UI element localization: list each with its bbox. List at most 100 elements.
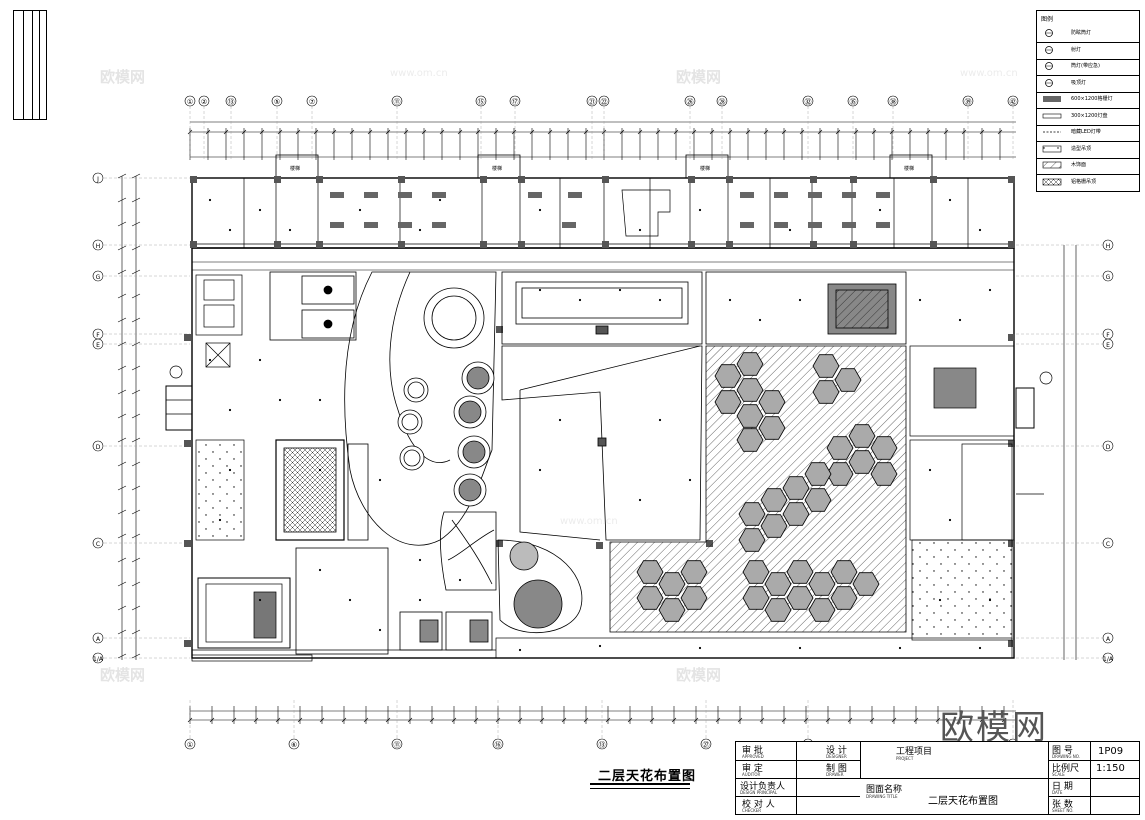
axis-label: ㊴ (965, 98, 972, 106)
axis-bubble-bottom: ⑥ (288, 738, 300, 750)
axis-label: G (96, 274, 101, 281)
axis-label: ㊷ (1010, 98, 1017, 106)
legend-item: 铝格栅吊顶 (1037, 174, 1139, 192)
axis-label: ⑪ (394, 741, 401, 749)
tb-drawing-name-label: 图面名称 (866, 785, 903, 795)
axis-bubble-side: 1/A (92, 652, 104, 664)
axis-bubble-top: ㉘ (716, 95, 728, 107)
gypsum-ceiling-icon (1041, 144, 1063, 154)
axis-bubble-top: ㉟ (847, 95, 859, 107)
axis-bubble-bottom: ⑯ (492, 738, 504, 750)
axis-bubble-side: D (1102, 440, 1114, 452)
tb-sheet-en: SHEET NO. (1052, 808, 1074, 813)
spotlight-icon (1041, 45, 1063, 55)
stair-label: 楼梯 (700, 166, 711, 172)
axis-label: ㉜ (805, 98, 812, 106)
drawing-title: 二层天花布置图 (598, 769, 697, 784)
axis-label: ㉟ (850, 98, 857, 106)
axis-label: ⑥ (291, 741, 297, 749)
left-dimensions (117, 173, 141, 660)
bottom-corridor (191, 637, 1013, 662)
tb-drawing-no-en: DRAWING NO. (1052, 754, 1080, 759)
axis-bubble-side: A (1102, 632, 1114, 644)
curved-ceiling-zone (344, 271, 583, 633)
tb-drawing-no-label: 图 号 (1052, 746, 1073, 756)
axis-label: 1/A (93, 656, 104, 663)
title-block: 审 批 APPROVED 审 定 AUDITOR 设计负责人 DESIGN PR… (735, 741, 1140, 815)
stair-label: 楼梯 (904, 166, 915, 172)
tb-drawing-name: 二层天花布置图 (928, 796, 998, 807)
axis-bubble-top: ① (184, 95, 196, 107)
legend-item-label: 防眩筒灯 (1071, 30, 1092, 36)
axis-label: ⑪ (394, 98, 401, 106)
axis-label: ⑬ (599, 741, 606, 749)
axis-label: A (96, 636, 101, 643)
tb-scale-label: 比例尺 (1052, 764, 1080, 774)
stair-label: 楼梯 (290, 166, 301, 172)
axis-bubble-bottom: ⑪ (391, 738, 403, 750)
axis-bubble-side: A (92, 632, 104, 644)
axis-bubble-top: ⑤ (271, 95, 283, 107)
tb-checker-en: CHECKER (742, 808, 762, 813)
tb-drawing-no: 1P09 (1098, 746, 1124, 757)
axis-bubble-top: ㉒ (598, 95, 610, 107)
grille-panel-icon (1041, 94, 1063, 104)
left-wing (165, 274, 291, 649)
tb-design-en: DESIGNER (826, 754, 847, 759)
axis-label: E (1106, 342, 1110, 349)
legend-header: 图例 (1041, 16, 1054, 23)
axis-bubble-top: ㉜ (802, 95, 814, 107)
axis-bubble-side: H (92, 239, 104, 251)
axis-label: G (1106, 274, 1111, 281)
legend-item-label: 600×1200格栅灯 (1071, 96, 1113, 102)
ceiling-light-icon (1041, 78, 1063, 88)
axis-bubble-bottom: ⑬ (596, 738, 608, 750)
axis-label: ② (201, 98, 207, 106)
inner-left-rooms (269, 271, 493, 655)
axis-bubble-side: E (1102, 338, 1114, 350)
axis-bubble-side: C (92, 537, 104, 549)
tb-project-en: PROJECT (896, 756, 914, 761)
axis-bubble-side: G (1102, 270, 1114, 282)
axis-bubble-side: 1/A (1102, 652, 1114, 664)
axis-bubble-side: G (92, 270, 104, 282)
axis-bubble-side: F (1102, 328, 1114, 340)
axis-bubble-top: ⑪ (391, 95, 403, 107)
axis-bubble-side: F (92, 328, 104, 340)
axis-bubble-top: ⑮ (475, 95, 487, 107)
top-dimensions (187, 121, 1016, 160)
legend-item: 防眩筒灯 (1037, 25, 1139, 43)
emergency-light-icon (1041, 61, 1063, 71)
axis-label: J (96, 176, 99, 183)
tb-date-label: 日 期 (1052, 782, 1073, 792)
axis-bubble-side: J (92, 172, 104, 184)
axis-bubble-top: ⑦ (306, 95, 318, 107)
axis-label: ㉒ (601, 98, 608, 106)
axis-label: ㉖ (687, 98, 694, 106)
legend-item-label: 吸顶灯 (1071, 79, 1087, 86)
tb-checker-label: 校 对 人 (742, 800, 775, 810)
tb-drawing-en: DRAWER (826, 772, 844, 777)
axis-label: ① (187, 98, 193, 106)
axis-label: E (96, 342, 100, 349)
tb-review-label: 审 定 (742, 764, 763, 774)
tb-scale-en: SCALE (1052, 772, 1065, 777)
led-strip-icon (1041, 111, 1063, 121)
axis-bubble-top: ㉑ (586, 95, 598, 107)
legend-item: 造型吊顶 (1037, 141, 1139, 159)
axis-label: ㊳ (890, 98, 897, 106)
axis-label: H (1106, 243, 1111, 250)
legend-item-label: 造型吊顶 (1071, 145, 1092, 152)
axis-bubble-top: ㊳ (887, 95, 899, 107)
legend-item: 射灯 (1037, 42, 1139, 60)
tb-design-label: 设 计 (826, 746, 847, 756)
axis-label: ① (187, 741, 193, 749)
tb-designer-in-charge-label: 设计负责人 (740, 782, 786, 792)
axis-bubble-bottom: ① (184, 738, 196, 750)
legend-item-label: 木饰面 (1071, 162, 1087, 168)
downlight-icon (1041, 28, 1063, 38)
right-wing (909, 345, 1053, 641)
